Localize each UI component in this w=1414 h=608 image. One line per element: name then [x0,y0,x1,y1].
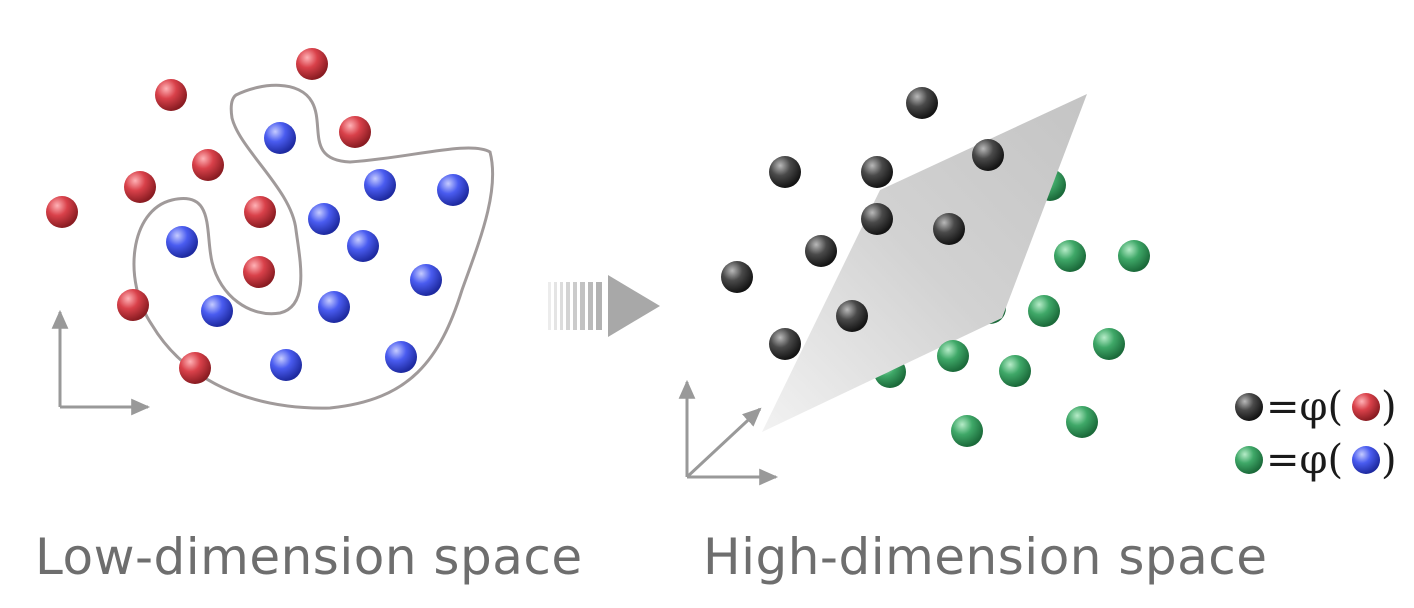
point-blue [385,341,417,373]
point-blue [364,169,396,201]
axes-3d-icon [678,379,779,486]
point-blue [410,264,442,296]
point-blue [318,291,350,323]
high-dimension-caption: High-dimension space [703,528,1268,586]
point-red [46,196,78,228]
point-gray [861,203,893,235]
legend-row1-symbol: =φ( [1266,384,1343,430]
point-blue [270,349,302,381]
point-red [339,116,371,148]
green-points-front [937,240,1150,447]
point-red [244,196,276,228]
point-red [296,48,328,80]
point-blue [308,203,340,235]
point-gray [906,87,938,119]
point-green [1028,295,1060,327]
axes-2d-icon [51,309,151,416]
legend-row-green: =φ( ) [1235,437,1397,483]
mapping-arrow-icon [548,275,660,337]
point-gray [769,156,801,188]
legend-blue-swatch [1352,446,1380,474]
high-dimension-panel [678,87,1150,486]
point-red [117,289,149,321]
point-gray [805,235,837,267]
legend-gray-swatch [1235,393,1263,421]
point-gray [933,213,965,245]
legend-row1-close: ) [1381,384,1397,430]
point-green [1054,240,1086,272]
legend: =φ( ) =φ( ) [1235,384,1397,483]
point-blue [347,230,379,262]
point-gray [861,156,893,188]
point-red [155,79,187,111]
point-gray [721,261,753,293]
point-blue [437,174,469,206]
legend-green-swatch [1235,446,1263,474]
point-green [1066,406,1098,438]
point-green [1093,328,1125,360]
point-green [951,415,983,447]
point-green [1118,240,1150,272]
point-green [999,355,1031,387]
point-blue [166,226,198,258]
point-red [124,171,156,203]
legend-row2-close: ) [1381,437,1397,483]
legend-row2-symbol: =φ( [1266,437,1343,483]
low-dimension-caption: Low-dimension space [35,528,583,586]
point-gray [972,139,1004,171]
red-points [46,48,371,384]
blue-points [166,122,469,381]
legend-row-gray: =φ( ) [1235,384,1397,430]
point-green [937,340,969,372]
point-gray [769,328,801,360]
separating-plane [762,94,1087,432]
gray-points [721,87,1004,360]
point-blue [201,295,233,327]
point-red [179,352,211,384]
point-red [192,149,224,181]
low-dimension-panel [46,48,495,416]
point-red [243,256,275,288]
point-blue [264,122,296,154]
legend-red-swatch [1352,393,1380,421]
point-gray [836,300,868,332]
